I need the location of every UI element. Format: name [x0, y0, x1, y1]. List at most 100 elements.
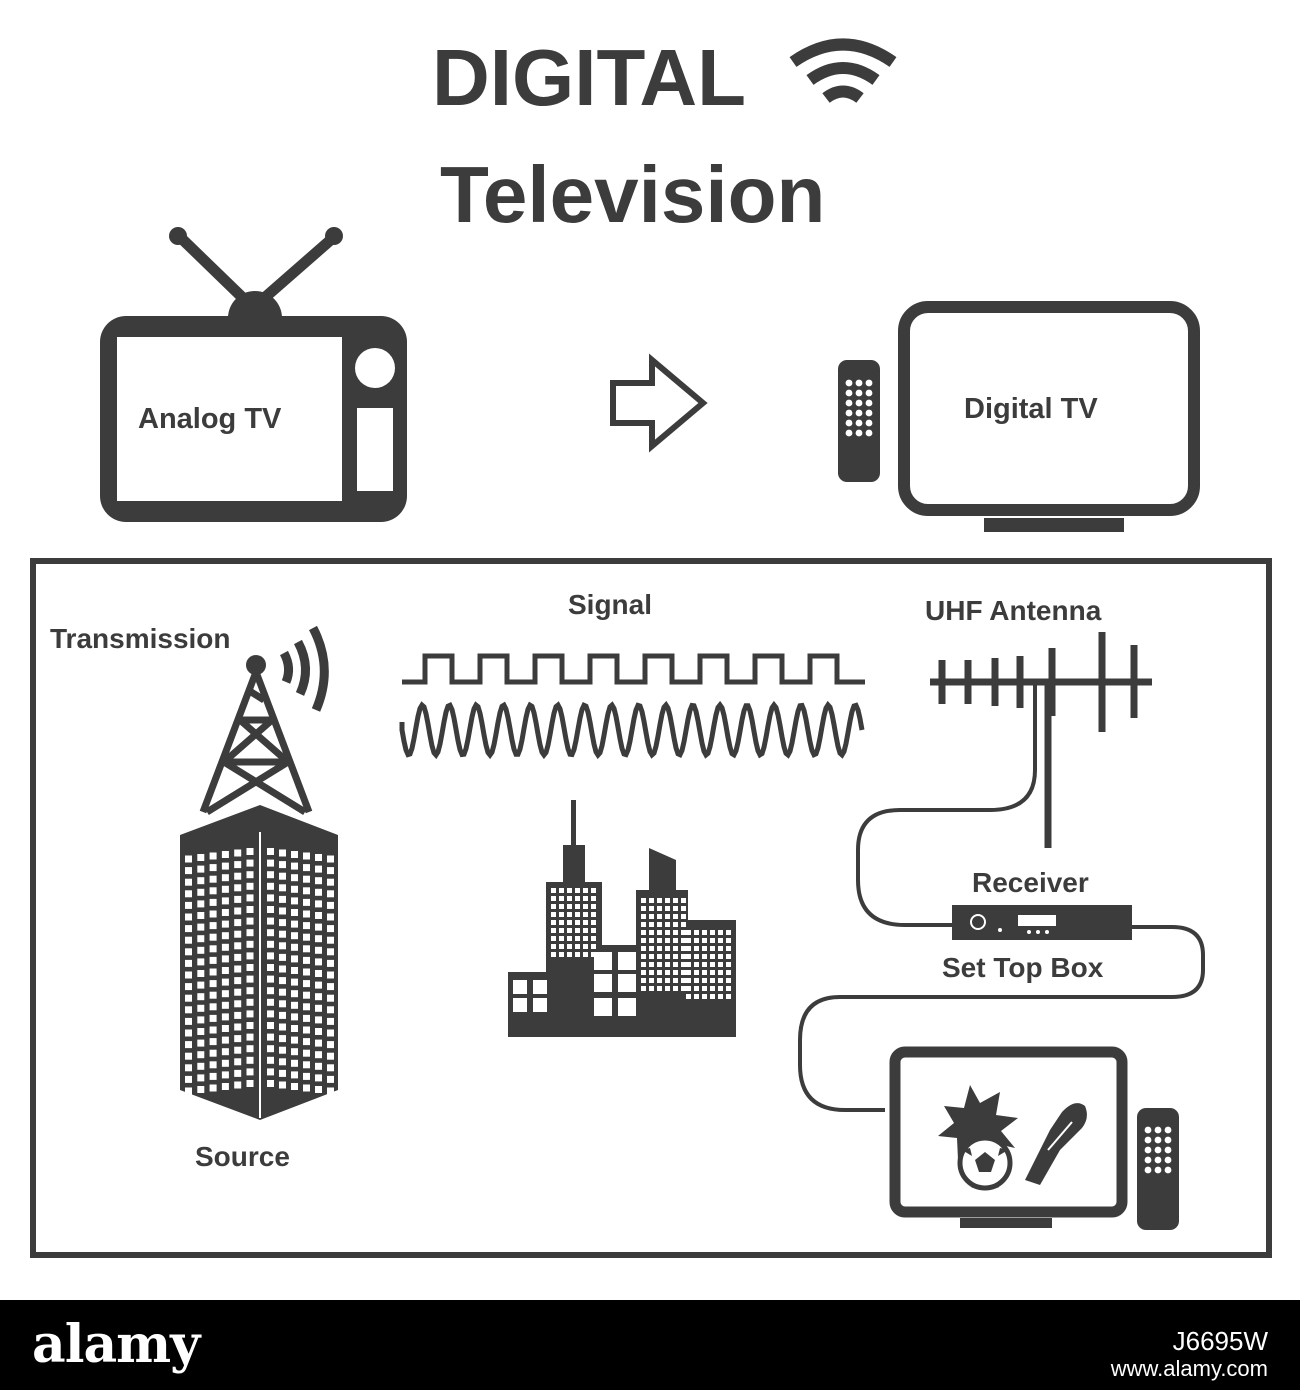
building-window: [291, 967, 298, 974]
city-window: [694, 986, 699, 991]
city-window: [665, 906, 670, 911]
building-window: [246, 998, 254, 1006]
city-window: [583, 912, 588, 917]
building-window: [267, 871, 274, 879]
building-window: [234, 1011, 242, 1019]
building-window: [291, 1083, 298, 1090]
building-window: [221, 978, 229, 986]
city-window: [649, 978, 654, 983]
city-window: [673, 946, 678, 951]
city-window: [641, 954, 646, 959]
broadcast-panel: [30, 558, 1272, 1258]
building-window: [246, 1010, 254, 1018]
building-window: [267, 1056, 274, 1064]
building-window: [291, 1059, 298, 1067]
building-window: [315, 1086, 322, 1093]
building-window: [197, 865, 205, 873]
city-window: [681, 946, 686, 951]
building-window: [234, 884, 242, 892]
city-window: [718, 946, 723, 951]
city-window: [567, 920, 572, 925]
city-window: [551, 936, 556, 941]
city-window: [726, 946, 731, 951]
building-window: [234, 1046, 242, 1054]
building-window: [303, 922, 310, 930]
building-window: [327, 936, 334, 944]
building-window: [315, 900, 322, 908]
building-window: [315, 854, 322, 861]
building-window: [234, 942, 242, 950]
building-window: [279, 907, 286, 915]
building-window: [209, 1026, 217, 1034]
building-window: [291, 1025, 298, 1032]
building-window: [303, 898, 310, 906]
building-window: [291, 1001, 298, 1009]
remote-control-icon-2: [1137, 1108, 1179, 1230]
building-window: [279, 953, 286, 961]
city-window: [559, 904, 564, 909]
building-window: [267, 940, 274, 948]
building-window: [246, 1045, 254, 1053]
city-window: [694, 938, 699, 943]
city-window: [657, 986, 662, 991]
building-window: [185, 1052, 192, 1060]
building-window: [315, 1074, 322, 1082]
building-window: [185, 971, 192, 979]
building-window: [234, 872, 242, 880]
building-window: [197, 1004, 205, 1012]
city-window: [657, 906, 662, 911]
building-window: [279, 1046, 286, 1054]
city-window: [559, 936, 564, 941]
city-window: [618, 952, 636, 970]
building-window: [185, 913, 192, 921]
city-window: [702, 994, 707, 999]
city-window: [649, 930, 654, 935]
building-window: [234, 977, 242, 985]
city-window: [702, 970, 707, 975]
city-window: [718, 954, 723, 959]
city-window: [681, 962, 686, 967]
city-window: [726, 938, 731, 943]
city-window: [551, 896, 556, 901]
city-window: [673, 986, 678, 991]
city-window: [641, 906, 646, 911]
building-window: [291, 920, 298, 928]
city-window: [591, 896, 596, 901]
city-window: [686, 986, 691, 991]
city-window: [575, 944, 580, 949]
building-window: [267, 987, 274, 995]
building-window: [279, 1035, 286, 1043]
building-window: [315, 912, 322, 919]
city-window: [575, 888, 580, 893]
building-window: [209, 875, 217, 883]
city-window: [665, 922, 670, 927]
building-window: [327, 901, 334, 909]
building-window: [185, 1041, 192, 1049]
building-window: [246, 848, 254, 855]
city-window: [710, 986, 715, 991]
building-window: [267, 929, 274, 937]
building-window: [327, 1087, 334, 1095]
building-window: [221, 885, 229, 893]
city-window: [673, 954, 678, 959]
building-window: [267, 952, 274, 960]
building-window: [303, 933, 310, 941]
city-window: [551, 920, 556, 925]
city-window: [567, 928, 572, 933]
building-window: [246, 929, 254, 937]
analog-tv-label: Analog TV: [138, 403, 282, 435]
building-window: [267, 998, 274, 1006]
city-window: [710, 946, 715, 951]
city-window: [718, 930, 723, 935]
building-window: [267, 1080, 274, 1087]
city-window: [686, 962, 691, 967]
building-window: [221, 943, 229, 951]
city-window: [694, 946, 699, 951]
building-window: [303, 887, 310, 895]
footer-bar: alamy J6695W www.alamy.com: [0, 1300, 1300, 1390]
city-window: [559, 888, 564, 893]
city-window: [694, 962, 699, 967]
building-window: [185, 936, 192, 944]
antenna-cable: [856, 682, 1037, 927]
city-window: [710, 962, 715, 967]
